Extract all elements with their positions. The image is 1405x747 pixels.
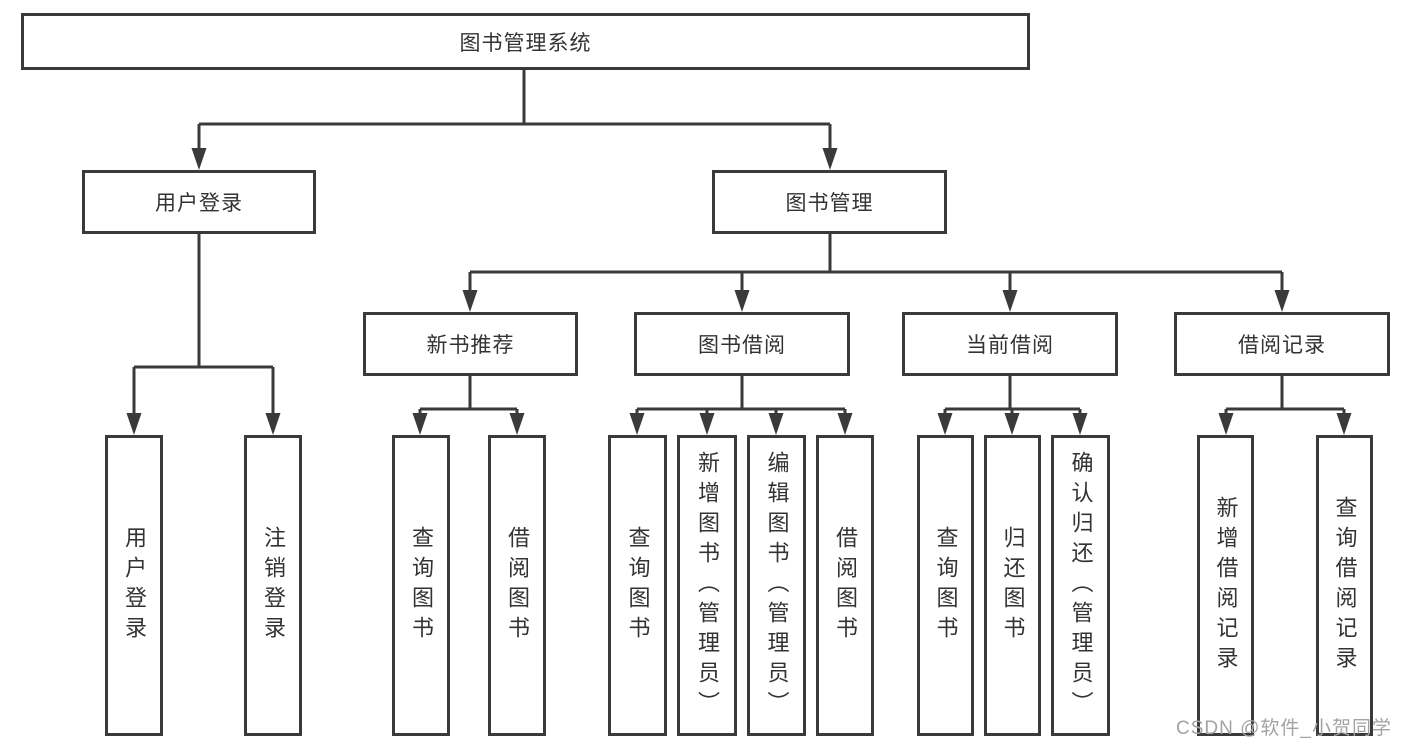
arrowhead-icon: [1218, 413, 1234, 435]
arrowhead-icon: [412, 413, 428, 435]
node-new-book-recommendation: 新书推荐: [363, 312, 578, 376]
connector-borrowing-records-children: [1218, 376, 1352, 435]
node-label: 图书管理: [785, 192, 874, 215]
leaf-edit-books-admin: 编辑图书（管理员）: [747, 435, 806, 736]
arrowhead-icon: [1002, 290, 1018, 312]
leaf-query-books-current: 查询图书: [917, 435, 974, 736]
leaf-label: 查询图书: [409, 525, 434, 646]
arrowhead-icon: [629, 413, 645, 435]
watermark: CSDN @软件_小贺同学: [1176, 718, 1392, 739]
arrowhead-icon: [699, 413, 715, 435]
arrowhead-icon: [1004, 413, 1020, 435]
connector-book-management-children: [462, 234, 1290, 312]
leaf-borrow-books-recommend: 借阅图书: [488, 435, 546, 736]
node-label: 当前借阅: [966, 334, 1054, 357]
leaf-label: 用户登录: [122, 525, 147, 646]
arrowhead-icon: [1336, 413, 1352, 435]
leaf-label: 新增图书（管理员）: [695, 450, 720, 721]
node-label: 图书管理系统: [459, 31, 592, 55]
leaf-query-books-borrowing: 查询图书: [608, 435, 667, 736]
connector-book-borrowing-children: [629, 376, 853, 435]
node-label: 用户登录: [155, 192, 243, 215]
arrowhead-icon: [768, 413, 784, 435]
leaf-logout: 注销登录: [244, 435, 302, 736]
node-user-login: 用户登录: [82, 170, 316, 234]
node-library-management-system: 图书管理系统: [21, 13, 1030, 70]
arrowhead-icon: [937, 413, 953, 435]
leaf-label: 查询借阅记录: [1332, 495, 1358, 676]
arrowhead-icon: [191, 148, 207, 170]
leaf-add-borrow-record: 新增借阅记录: [1197, 435, 1254, 736]
leaf-borrow-books: 借阅图书: [816, 435, 874, 736]
arrowhead-icon: [734, 290, 750, 312]
arrowhead-icon: [126, 413, 142, 435]
leaf-query-borrow-record: 查询借阅记录: [1316, 435, 1373, 736]
leaf-label: 借阅图书: [505, 525, 530, 646]
leaf-label: 确认归还（管理员）: [1068, 450, 1094, 721]
node-borrowing-records: 借阅记录: [1174, 312, 1390, 376]
leaf-add-books-admin: 新增图书（管理员）: [677, 435, 737, 736]
leaf-label: 归还图书: [1000, 525, 1026, 646]
leaf-label: 新增借阅记录: [1213, 495, 1239, 676]
arrowhead-icon: [822, 148, 838, 170]
node-label: 新书推荐: [426, 334, 515, 357]
leaf-user-login: 用户登录: [105, 435, 163, 736]
node-book-management: 图书管理: [712, 170, 947, 234]
leaf-label: 查询图书: [625, 525, 651, 646]
arrowhead-icon: [1072, 413, 1088, 435]
arrowhead-icon: [462, 290, 478, 312]
arrowhead-icon: [1274, 290, 1290, 312]
leaf-query-books-recommend: 查询图书: [392, 435, 450, 736]
connector-current-borrowing-children: [937, 376, 1088, 435]
node-label: 借阅记录: [1238, 334, 1326, 357]
leaf-return-books: 归还图书: [984, 435, 1041, 736]
node-current-borrowing: 当前借阅: [902, 312, 1118, 376]
leaf-label: 借阅图书: [833, 525, 858, 646]
arrowhead-icon: [509, 413, 525, 435]
connector-user-login-children: [126, 234, 281, 435]
node-label: 图书借阅: [698, 334, 786, 357]
leaf-confirm-return-admin: 确认归还（管理员）: [1051, 435, 1110, 736]
leaf-label: 查询图书: [933, 525, 959, 646]
connector-new-book-children: [412, 376, 525, 435]
arrowhead-icon: [265, 413, 281, 435]
leaf-label: 编辑图书（管理员）: [764, 450, 790, 721]
leaf-label: 注销登录: [261, 525, 286, 646]
connector-root-to-level2: [191, 69, 838, 170]
node-book-borrowing: 图书借阅: [634, 312, 850, 376]
arrowhead-icon: [837, 413, 853, 435]
